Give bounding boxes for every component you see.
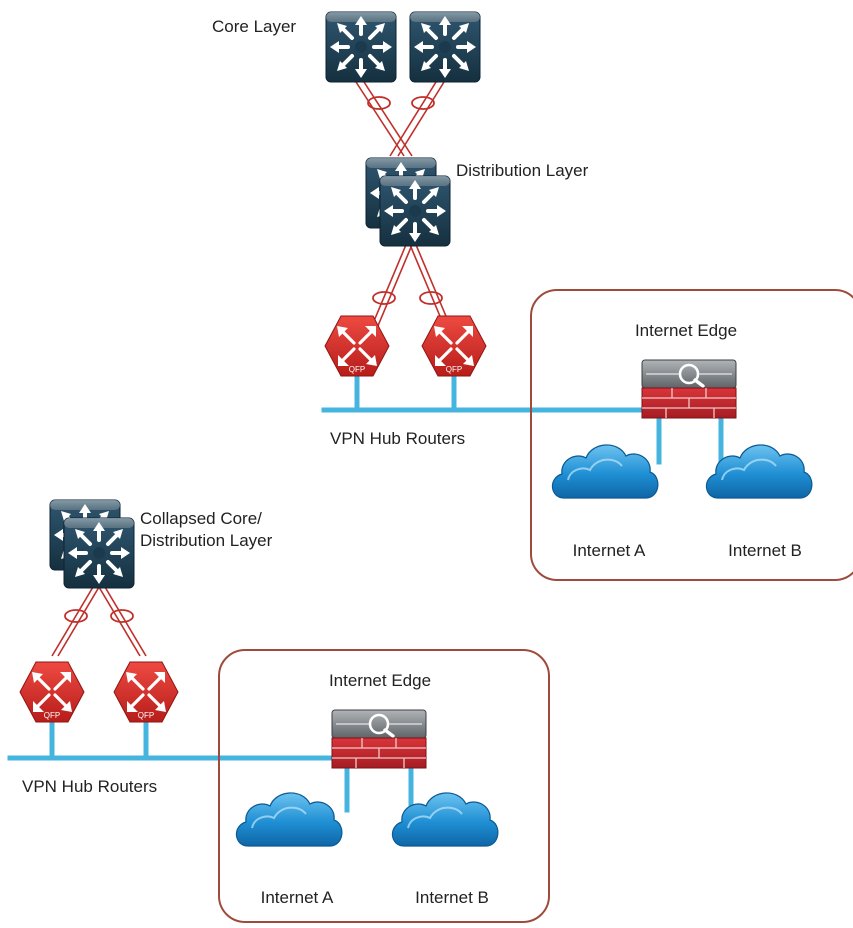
bottom-internet-a-cloud-icon — [235, 791, 343, 847]
top-internet-b-label: Internet B — [728, 541, 802, 560]
top-internet-edge-title: Internet Edge — [635, 321, 737, 340]
top-vpn-hub-segment — [321, 375, 643, 413]
top-internet-a-label: Internet A — [573, 541, 646, 560]
core-switch-2-icon — [408, 10, 482, 84]
top-firewall-icon — [640, 358, 738, 420]
core-layer-label: Core Layer — [212, 17, 296, 36]
top-router-1-badge: QFP — [349, 365, 365, 374]
bottom-router-2-badge: QFP — [138, 711, 154, 720]
bottom-vpn-hub-label: VPN Hub Routers — [22, 777, 157, 796]
top-vpn-hub-label: VPN Hub Routers — [330, 429, 465, 448]
top-internet-edge-box: Internet Edge Internet A Internet B — [530, 289, 853, 581]
bottom-internet-edge-title: Internet Edge — [329, 671, 431, 690]
collapsed-switch-front-icon — [62, 516, 136, 590]
collapsed-label-line1: Collapsed Core/ — [140, 509, 262, 528]
bottom-router-1-badge: QFP — [44, 711, 60, 720]
bottom-internet-b-cloud-icon — [391, 791, 499, 847]
core-switch-1-icon — [324, 10, 398, 84]
bottom-vpn-hub-segment — [7, 721, 333, 761]
distribution-switch-front-icon — [378, 174, 452, 248]
bottom-router-1: QFP — [18, 660, 86, 724]
distribution-layer-label: Distribution Layer — [456, 161, 589, 180]
bottom-internet-a-label: Internet A — [261, 888, 334, 907]
bottom-firewall-icon — [330, 708, 428, 770]
top-router-2-badge: QFP — [446, 365, 462, 374]
top-router-2: QFP — [420, 314, 488, 378]
top-router-1: QFP — [323, 314, 391, 378]
bottom-internet-edge-box: Internet Edge Internet A Internet B — [218, 649, 550, 923]
bottom-collapsed-router-links — [51, 581, 147, 657]
bottom-internet-b-label: Internet B — [415, 888, 489, 907]
collapsed-label-line2: Distribution Layer — [140, 531, 273, 550]
top-core-distribution-links — [355, 81, 445, 157]
bottom-router-2: QFP — [112, 660, 180, 724]
top-internet-a-cloud-icon — [551, 443, 659, 499]
